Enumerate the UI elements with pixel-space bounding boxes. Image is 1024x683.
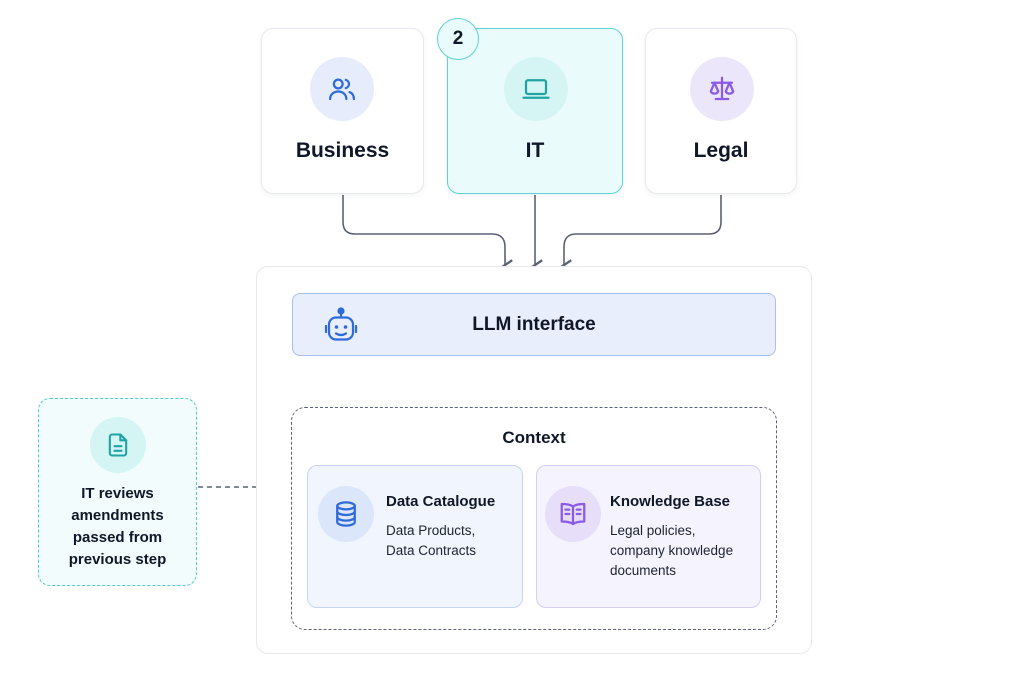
data-catalogue-line1: Data Products, xyxy=(386,523,476,538)
data-catalogue-card[interactable]: Data Catalogue Data Products, Data Contr… xyxy=(307,465,523,608)
laptop-icon xyxy=(504,57,568,121)
note-line4: previous step xyxy=(68,551,167,568)
business-label: Business xyxy=(295,139,390,162)
knowledge-base-line3: documents xyxy=(610,563,677,578)
step-badge: 2 xyxy=(437,18,479,60)
knowledge-base-line2: company knowledge xyxy=(610,543,734,558)
scale-icon xyxy=(690,57,754,121)
users-icon xyxy=(310,57,374,121)
book-icon xyxy=(545,486,601,542)
it-label: IT xyxy=(525,139,545,162)
data-catalogue-title: Data Catalogue xyxy=(386,493,496,510)
it-card[interactable]: IT xyxy=(447,28,623,194)
robot-icon xyxy=(321,306,361,351)
context-title: Context xyxy=(502,428,566,447)
knowledge-base-line1: Legal policies, xyxy=(610,523,696,538)
legal-card[interactable]: Legal xyxy=(645,28,797,194)
note-line2: amendments xyxy=(71,507,164,524)
knowledge-base-title: Knowledge Base xyxy=(610,493,731,510)
note-line3: passed from xyxy=(72,529,163,546)
note-line1: IT reviews xyxy=(81,485,154,502)
business-card[interactable]: Business xyxy=(261,28,424,194)
knowledge-base-card[interactable]: Knowledge Base Legal policies, company k… xyxy=(536,465,761,608)
llm-label: LLM interface xyxy=(472,314,596,335)
context-box: Context Data Catalogue Data Products, Da… xyxy=(291,407,777,630)
arrow-legal-to-llm xyxy=(560,195,722,273)
data-catalogue-line2: Data Contracts xyxy=(386,543,477,558)
document-icon xyxy=(90,417,146,473)
it-review-note: IT reviews amendments passed from previo… xyxy=(38,398,197,586)
llm-interface[interactable]: LLM interface xyxy=(292,293,776,356)
database-icon xyxy=(318,486,374,542)
legal-label: Legal xyxy=(693,139,749,162)
arrow-business-to-llm xyxy=(342,195,513,273)
